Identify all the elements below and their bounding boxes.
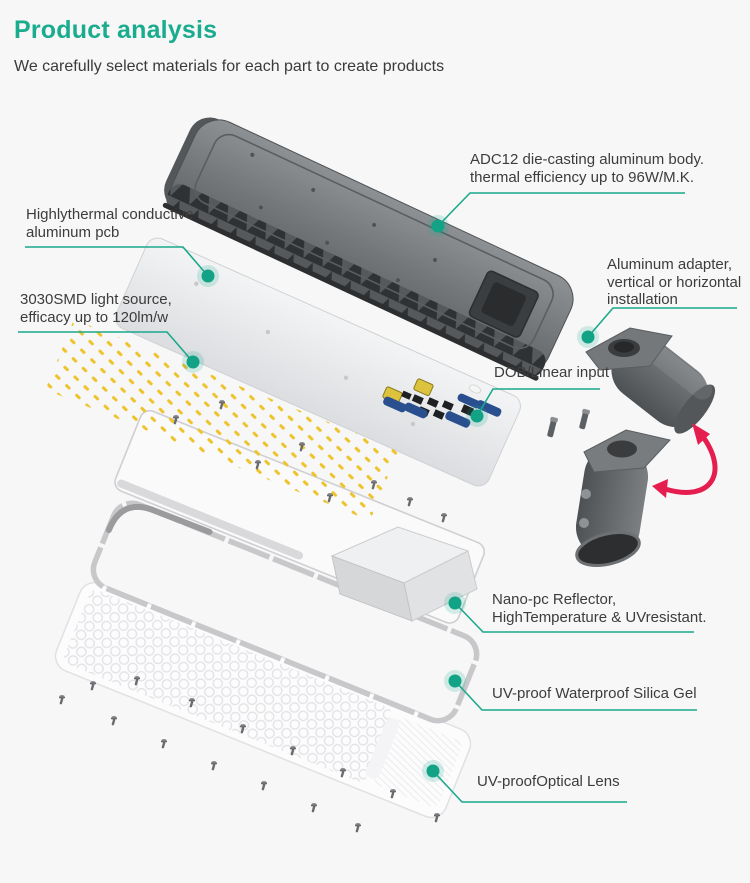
callout-label-light-source: 3030SMD light source, efficacy up to 120…	[20, 291, 172, 326]
callout-lines	[18, 192, 737, 803]
callout-label-silica-gel: UV-proof Waterproof Silica Gel	[492, 685, 697, 702]
silica-gel-gasket-illustration	[90, 500, 480, 724]
page-subtitle: We carefully select materials for each p…	[14, 58, 445, 75]
callout-label-driver: DOB/Linear input	[494, 364, 610, 381]
driver-components-illustration	[382, 378, 502, 428]
callout-label-adapter: Aluminum adapter, vertical or horizontal…	[607, 256, 742, 308]
callout-label-reflector: Nano-pc Reflector, HighTemperature & UVr…	[492, 591, 707, 626]
callout-dots	[182, 215, 599, 782]
callout-label-lens: UV-proofOptical Lens	[477, 773, 620, 790]
aluminum-body-illustration	[162, 117, 574, 381]
page-title: Product analysis	[14, 16, 218, 44]
aluminum-pcb-illustration	[115, 237, 521, 487]
mounting-bolts-illustration	[547, 408, 590, 438]
callout-label-pcb: Highlythermal conductive aluminum pcb	[26, 206, 194, 241]
adapter-lower-illustration	[575, 429, 671, 567]
optical-lens-illustration	[54, 581, 472, 819]
led-array-illustration	[45, 319, 399, 521]
reflector-illustration	[114, 409, 486, 624]
adapter-upper-illustration	[585, 327, 716, 434]
rotate-arrow-icon	[652, 423, 718, 498]
callout-label-body: ADC12 die-casting aluminum body. thermal…	[470, 151, 705, 186]
